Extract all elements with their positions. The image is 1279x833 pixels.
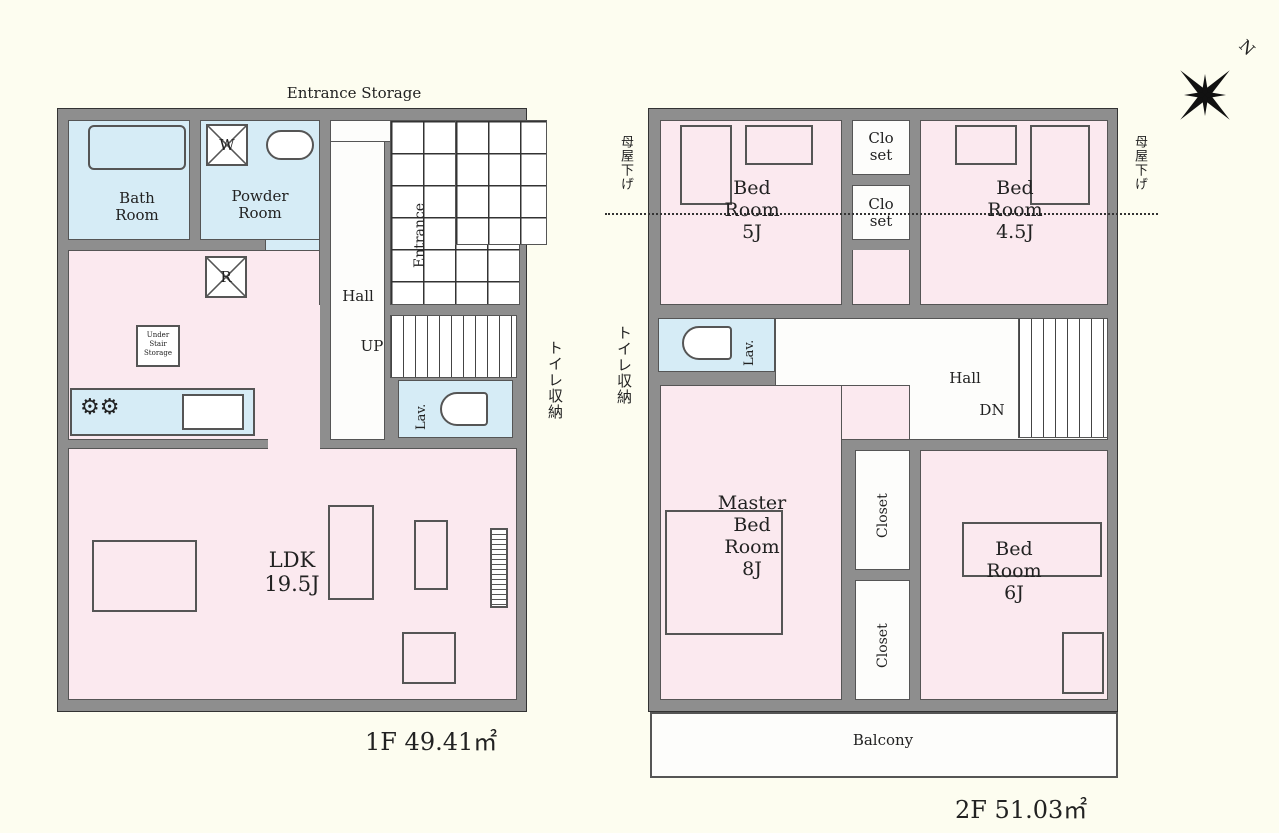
balcony	[650, 712, 1118, 778]
under-stair-line3: Storage	[144, 349, 172, 357]
toilet-2f-fixture	[682, 326, 732, 360]
lav-1f-label: Lav.	[414, 403, 429, 430]
stairs-2f	[1018, 318, 1108, 438]
lav-2f-label: Lav.	[742, 339, 757, 366]
closet-c	[855, 450, 910, 570]
closet-a-l1: Clo	[868, 129, 894, 147]
master-l1: Master	[717, 492, 787, 514]
under-stair-line1: Under	[146, 331, 170, 339]
toilet-storage-2f-label: トイレ収納	[615, 325, 633, 405]
hall-2f-label: Hall	[949, 369, 981, 387]
ldk-connector	[268, 305, 320, 450]
sofa	[328, 505, 374, 600]
bed-6j-l1: Bed	[995, 538, 1033, 560]
bed-5j-ext	[852, 250, 910, 305]
floor-1f-area: 1F 49.41㎡	[365, 728, 498, 756]
ldk-size: 19.5J	[264, 572, 320, 596]
balcony-label: Balcony	[852, 731, 914, 749]
closet-a-l2: set	[869, 146, 893, 164]
closet-b-l2: set	[869, 212, 893, 230]
hall-1f-label: Hall	[342, 287, 374, 305]
entrance-label: Entrance	[412, 202, 428, 268]
bed-6j-furniture	[962, 522, 1102, 577]
hall-1f	[330, 140, 385, 440]
master-l2: Bed	[733, 514, 771, 536]
roof-line	[605, 213, 1158, 215]
closet-c-label: Closet	[875, 493, 891, 538]
compass-icon	[1170, 60, 1240, 130]
bed-45j-l1: Bed	[996, 177, 1034, 199]
coffee-table	[414, 520, 448, 590]
dining-table	[92, 540, 197, 612]
bed-5j-l2: Room	[724, 199, 780, 221]
compass-north-label: N	[1235, 35, 1259, 60]
bed-5j-l3: 5J	[742, 221, 762, 243]
entrance-porch	[455, 120, 547, 245]
closet-b	[852, 185, 910, 240]
bath-label-1: Bath	[119, 189, 155, 207]
bed-6j-l2: Room	[986, 560, 1042, 582]
fridge: R	[205, 256, 247, 298]
stairs-1f	[390, 315, 517, 378]
bed-45j-l3: 4.5J	[996, 221, 1034, 243]
closet-b-l1: Clo	[868, 195, 894, 213]
dn-label: DN	[979, 401, 1005, 419]
bed-5j-l1: Bed	[733, 177, 771, 199]
powder-label-2: Room	[238, 204, 282, 222]
bathtub	[88, 125, 186, 170]
master-l3: Room	[724, 536, 780, 558]
stove-icon: ⚙⚙	[80, 395, 120, 420]
desk-5j	[745, 125, 813, 165]
up-label: UP	[360, 337, 384, 355]
bed-45j-l2: Room	[987, 199, 1043, 221]
closet-a	[852, 120, 910, 175]
sink	[266, 130, 314, 160]
entrance-storage-label: Entrance Storage	[286, 84, 422, 102]
under-stair-line2: Stair	[149, 340, 167, 348]
toilet-storage-1f-label: トイレ収納	[546, 340, 564, 420]
desk-45j	[955, 125, 1017, 165]
under-stair-storage-box: Under Stair Storage	[136, 325, 180, 367]
powder-label-1: Powder	[231, 187, 289, 205]
ldk-name: LDK	[268, 548, 316, 572]
kitchen-sink	[182, 394, 244, 430]
side-table	[402, 632, 456, 684]
washer-label: W	[219, 136, 235, 154]
closet-d	[855, 580, 910, 700]
floor-2f-area: 2F 51.03㎡	[955, 796, 1088, 824]
tv-board	[490, 528, 508, 608]
master-l4: 8J	[742, 558, 762, 580]
roof-note-left: 母屋下げ	[618, 135, 633, 191]
bed-45j-furniture	[1030, 125, 1090, 205]
roof-note-right: 母屋下げ	[1132, 135, 1147, 191]
closet-d-label: Closet	[875, 623, 891, 668]
master-ext	[842, 385, 910, 440]
bed-6j-l3: 6J	[1004, 582, 1024, 604]
bed-5j-furniture	[680, 125, 732, 205]
fridge-label: R	[220, 268, 232, 286]
washer: W	[206, 124, 248, 166]
bath-label-2: Room	[115, 206, 159, 224]
toilet-1f-fixture	[440, 392, 488, 426]
master-bed-furniture	[665, 510, 783, 635]
toilet-1f	[398, 380, 513, 438]
desk-6j	[1062, 632, 1104, 694]
